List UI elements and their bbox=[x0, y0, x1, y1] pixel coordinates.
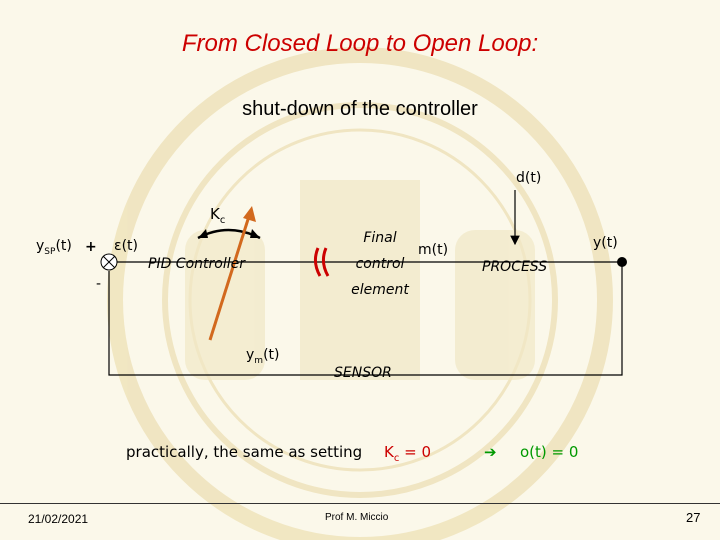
page-number: 27 bbox=[686, 510, 701, 525]
gain-label: Kc bbox=[210, 205, 226, 226]
process-block: PROCESS bbox=[482, 259, 548, 275]
final-element-line1: Final bbox=[363, 230, 397, 246]
note-gain: Kc = 0 bbox=[384, 443, 431, 464]
output-label: y(t) bbox=[593, 235, 618, 251]
minus-sign: - bbox=[96, 276, 102, 292]
sensor-block: SENSOR bbox=[334, 365, 392, 381]
gain-cut-arrow bbox=[208, 212, 252, 341]
loop-break-icon bbox=[313, 247, 330, 277]
pid-controller-block: PID Controller bbox=[148, 256, 245, 272]
feedback-line bbox=[108, 262, 623, 376]
footer-divider bbox=[0, 503, 720, 504]
manipulated-label: m(t) bbox=[418, 242, 449, 258]
measured-label: ym(t) bbox=[246, 347, 280, 366]
slide-title: From Closed Loop to Open Loop: bbox=[181, 30, 539, 57]
setpoint-label: ySP(t) bbox=[36, 238, 72, 257]
note-text: practically, the same as setting bbox=[126, 443, 363, 461]
result-text: o(t) = 0 bbox=[520, 443, 579, 461]
final-element-line3: element bbox=[351, 282, 409, 298]
result-arrow-icon: ➔ bbox=[484, 443, 497, 461]
final-element-line2: control bbox=[355, 256, 405, 272]
slide-subtitle: shut-down of the controller bbox=[242, 98, 478, 120]
summing-junction bbox=[100, 253, 118, 271]
error-label: ε(t) bbox=[114, 238, 138, 254]
plus-sign: + bbox=[85, 239, 97, 255]
footer-date: 21/02/2021 bbox=[28, 512, 89, 526]
disturbance-label: d(t) bbox=[516, 170, 542, 186]
footer-author: Prof M. Miccio bbox=[325, 512, 389, 523]
